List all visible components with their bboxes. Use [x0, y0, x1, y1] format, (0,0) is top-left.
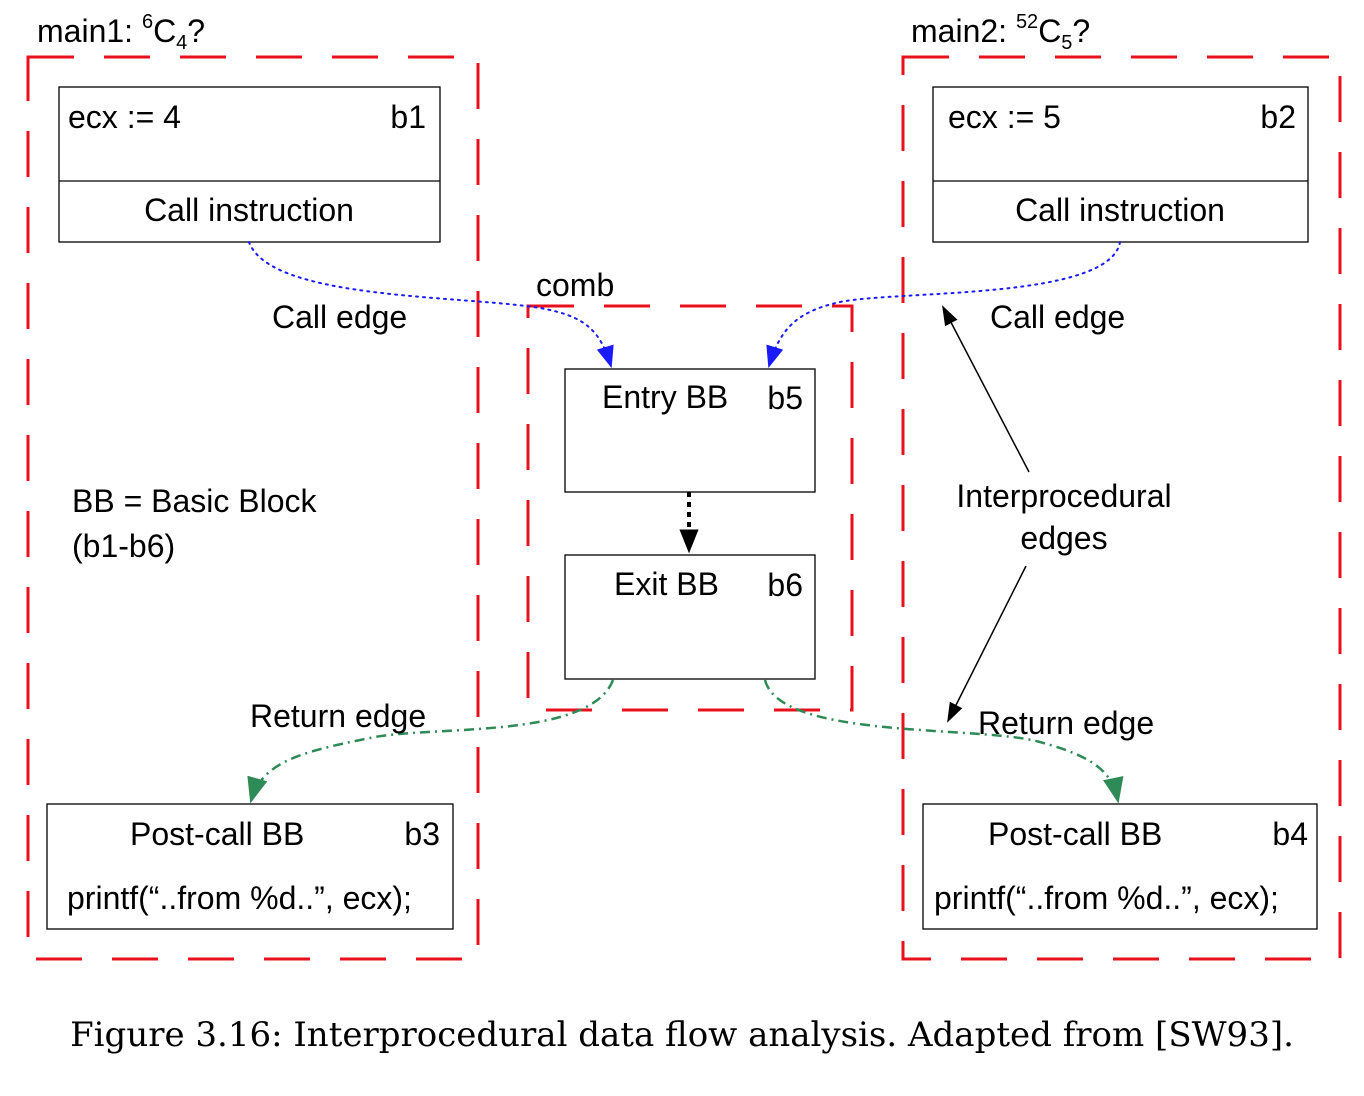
return-edge-left	[247, 679, 615, 804]
legend-line2: (b1-b6)	[72, 528, 175, 564]
legend-line1: BB = Basic Block	[72, 483, 318, 519]
block-b2-footer: Call instruction	[1015, 192, 1225, 228]
region-main2	[901, 55, 1342, 961]
figure-caption: Figure 3.16: Interprocedural data flow a…	[70, 1015, 1294, 1055]
call-edge-left-label: Call edge	[272, 299, 407, 335]
region-comb	[526, 304, 854, 712]
block-b6: Exit BB b6	[564, 554, 816, 680]
return-edge-right-label: Return edge	[978, 705, 1154, 741]
block-b1-id: b1	[390, 99, 426, 135]
block-b4: Post-call BB b4 printf(“..from %d..”, ec…	[922, 803, 1318, 930]
block-b3-code: printf(“..from %d..”, ecx);	[67, 880, 412, 916]
interprocedural-pointer-call	[942, 305, 1030, 473]
block-b5-title: Entry BB	[602, 379, 728, 415]
interprocedural-pointer-return	[947, 565, 1027, 723]
interprocedural-label-line2: edges	[1020, 520, 1107, 556]
region-main2-label: main2: 52C5?	[911, 11, 1090, 54]
block-b1-code: ecx := 4	[68, 99, 181, 135]
interprocedural-label-line1: Interprocedural	[956, 478, 1171, 514]
block-b1-footer: Call instruction	[144, 192, 354, 228]
region-comb-label: comb	[536, 267, 614, 303]
call-edge-left	[248, 241, 614, 369]
return-edge-left-label: Return edge	[250, 698, 426, 734]
call-edge-right-label: Call edge	[990, 299, 1125, 335]
block-b5: Entry BB b5	[564, 368, 816, 493]
block-b4-code: printf(“..from %d..”, ecx);	[934, 880, 1279, 916]
block-b4-title: Post-call BB	[988, 816, 1162, 852]
return-edge-right	[763, 679, 1124, 804]
block-b1: ecx := 4 b1 Call instruction	[58, 86, 441, 243]
call-edge-right	[766, 241, 1121, 369]
block-b2-id: b2	[1260, 99, 1296, 135]
block-b5-id: b5	[767, 380, 803, 416]
block-b3: Post-call BB b3 printf(“..from %d..”, ec…	[46, 803, 454, 930]
block-b6-id: b6	[767, 567, 803, 603]
block-b3-id: b3	[404, 816, 440, 852]
block-b2: ecx := 5 b2 Call instruction	[932, 86, 1309, 243]
region-main1-label: main1: 6C4?	[37, 11, 205, 54]
block-b4-id: b4	[1272, 816, 1308, 852]
block-b3-title: Post-call BB	[130, 816, 304, 852]
block-b6-title: Exit BB	[614, 566, 719, 602]
block-b2-code: ecx := 5	[948, 99, 1061, 135]
